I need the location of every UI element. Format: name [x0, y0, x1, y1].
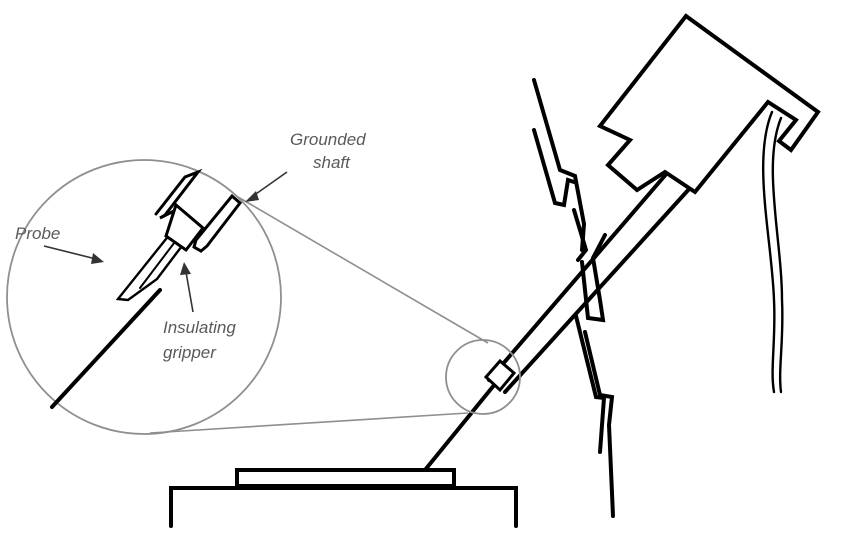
cable-inner — [771, 116, 784, 394]
sample-plate — [235, 468, 456, 488]
grounded-shaft-arrowhead — [245, 191, 259, 202]
probe-clamp — [483, 358, 517, 393]
probe-label: Probe — [15, 224, 60, 243]
grounded-shaft-label-line2: shaft — [313, 153, 351, 172]
post-joint-left — [572, 208, 589, 262]
post-middle — [580, 233, 607, 323]
insulating-gripper-label-line1: Insulating — [163, 318, 236, 337]
probe-tip-wire — [423, 382, 497, 472]
callout-arrows — [43, 171, 288, 313]
manipulator-head — [596, 13, 821, 195]
zoom-line-upper — [237, 196, 489, 344]
inset-shaft-right — [192, 193, 243, 253]
post-upper-line — [532, 78, 587, 252]
inset-probe-wire — [50, 288, 162, 409]
probe-arrow — [43, 245, 97, 260]
main-apparatus — [169, 13, 821, 528]
probe-arrowhead — [91, 253, 104, 264]
insulating-gripper-arrowhead — [180, 262, 191, 275]
zoom-source-circle — [445, 339, 521, 415]
magnified-inset — [6, 159, 489, 435]
probe-arm-line-a — [487, 170, 670, 382]
insulating-gripper-arrow — [185, 271, 194, 313]
inset-gripper-body — [164, 202, 206, 253]
post-upper-bracket — [532, 128, 576, 208]
cable-outer — [762, 110, 776, 394]
grounded-shaft-label-line1: Grounded — [290, 130, 366, 149]
post-lower-line — [583, 330, 615, 518]
post-lower-bracket — [574, 314, 607, 454]
grounded-shaft-arrow — [252, 171, 288, 197]
zoom-line-lower — [149, 412, 469, 434]
insulating-gripper-label-line2: gripper — [163, 343, 217, 362]
callout-labels: Probe Grounded shaft Insulating gripper — [15, 130, 366, 362]
inset-circle — [6, 159, 282, 435]
stage-base — [169, 486, 518, 528]
